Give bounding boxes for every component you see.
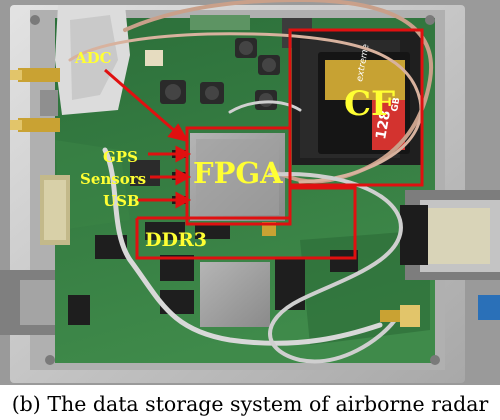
sma-connectors	[10, 68, 60, 132]
processor-chip	[200, 262, 270, 327]
cf-label: CF	[344, 84, 395, 124]
ddr3-box	[135, 186, 357, 260]
db-connector	[400, 190, 500, 280]
coax-cables	[68, 0, 434, 364]
adc-label: ADC	[74, 49, 112, 67]
cf-box	[288, 28, 424, 187]
usb-label: USB	[103, 192, 140, 210]
sensors-label: Sensors	[80, 170, 146, 188]
fpga-label: FPGA	[193, 156, 283, 190]
card-capacity: 128	[373, 109, 394, 141]
ddr3-label: DDR3	[145, 229, 207, 251]
board-photo: extreme 128 GB	[0, 0, 500, 385]
gps-label: GPS	[103, 148, 138, 166]
cf-card: extreme 128 GB	[318, 43, 410, 154]
figure-caption: (b) The data storage system of airborne …	[11, 392, 489, 416]
annotation-arrows	[104, 68, 192, 209]
inductors	[160, 38, 280, 110]
card-unit: GB	[390, 97, 402, 113]
